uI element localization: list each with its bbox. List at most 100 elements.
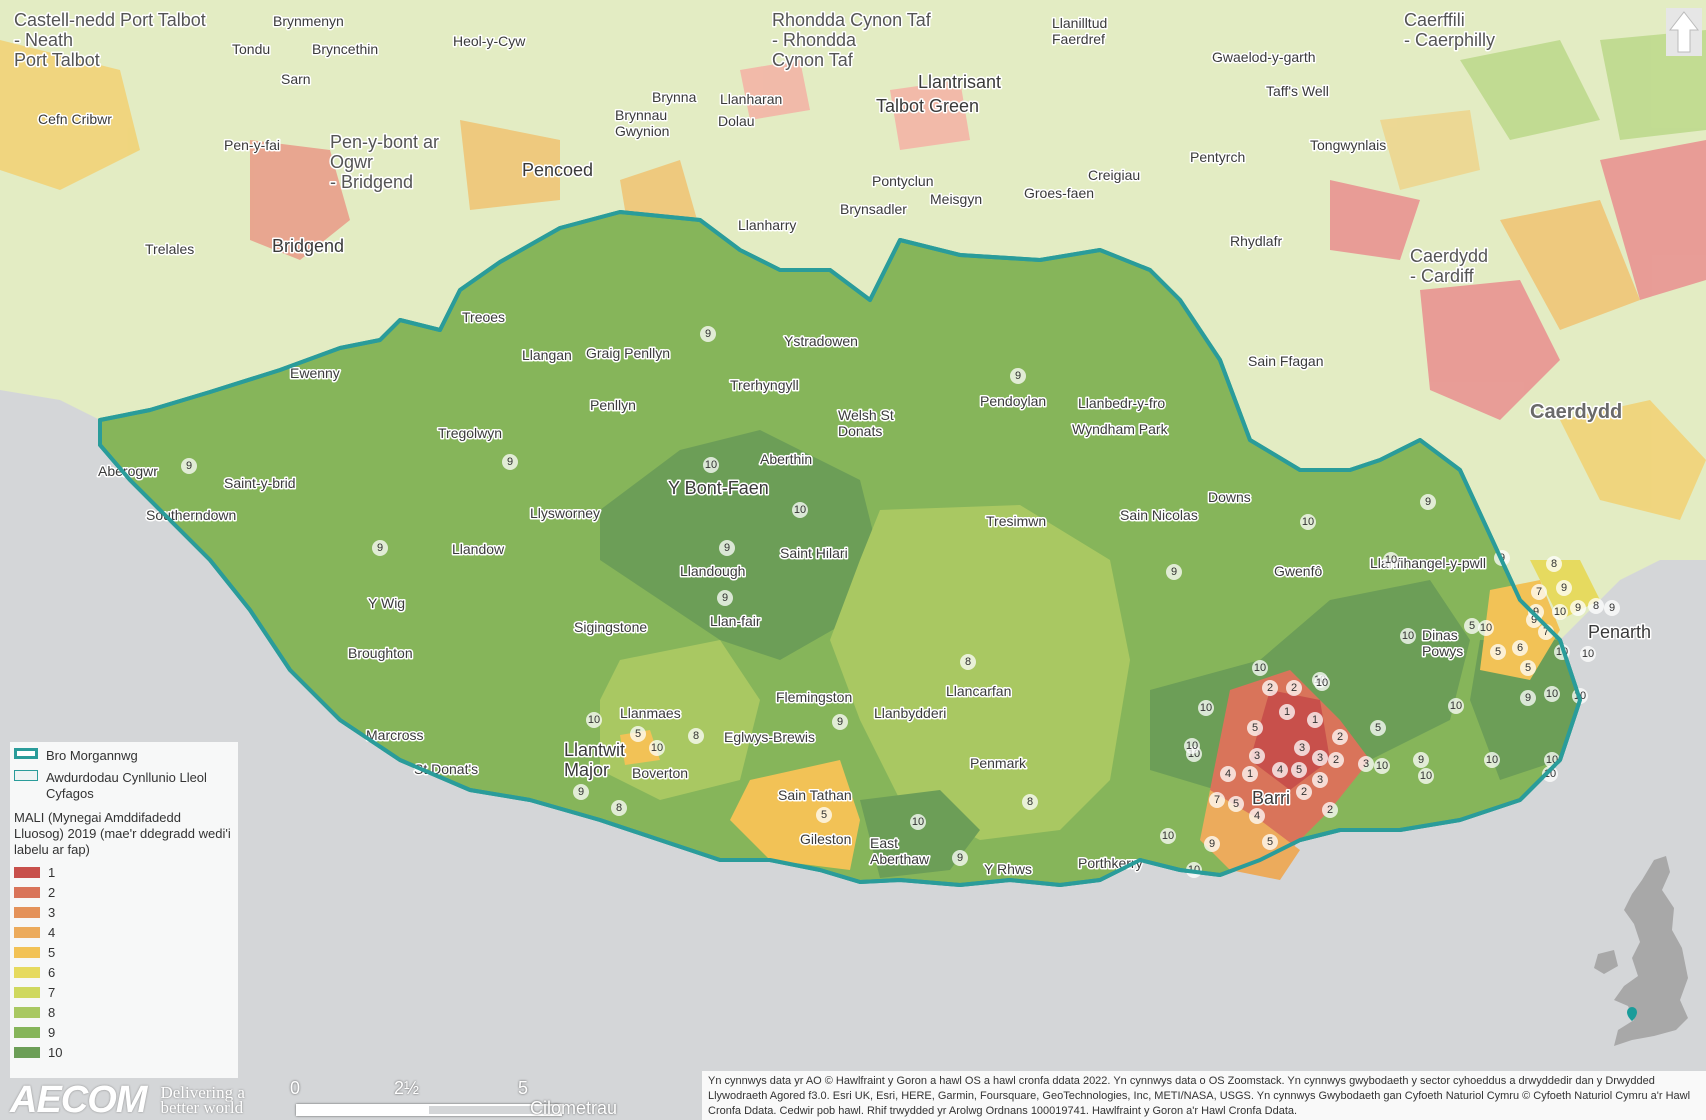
legend-swatch — [14, 946, 40, 958]
decile-label: 9 — [717, 590, 733, 606]
place-label-llan-fair: Llan-fair — [710, 613, 761, 629]
legend-class-label: 7 — [48, 984, 56, 1000]
place-label-pendoylan: Pendoylan — [980, 393, 1046, 409]
place-label-penmark: Penmark — [970, 755, 1027, 771]
place-label-sain-tathan: Sain Tathan — [778, 787, 852, 803]
svg-text:7: 7 — [1543, 626, 1549, 638]
decile-label: 3 — [1358, 756, 1374, 772]
svg-text:10: 10 — [1302, 516, 1314, 528]
legend-swatch — [14, 966, 40, 978]
place-label-downs: Downs — [1208, 489, 1251, 505]
decile-label: 9 — [1204, 836, 1220, 852]
svg-text:5: 5 — [635, 728, 641, 740]
decile-label: 5 — [1291, 762, 1307, 778]
decile-label: 5 — [1464, 618, 1480, 634]
place-label-llangan: Llangan — [522, 347, 572, 363]
decile-label: 9 — [952, 850, 968, 866]
decile-label: 5 — [816, 807, 832, 823]
legend-boundary-label: Bro Morgannwg — [46, 748, 138, 763]
legend-swatch — [14, 926, 40, 938]
decile-label: 10 — [1448, 698, 1464, 714]
decile-label: 8 — [960, 654, 976, 670]
svg-text:4: 4 — [1225, 768, 1231, 780]
decile-labels: 9991010991010999998108109810510985810910… — [181, 326, 1620, 878]
svg-text:3: 3 — [1317, 752, 1323, 764]
legend-class-label: 2 — [48, 884, 56, 900]
svg-text:8: 8 — [1593, 600, 1599, 612]
svg-text:8: 8 — [1551, 558, 1557, 570]
svg-text:7: 7 — [1536, 586, 1542, 598]
location-pin-icon — [1627, 1007, 1637, 1021]
legend-swatch — [14, 1026, 40, 1038]
place-label-y-rhws: Y Rhws — [984, 861, 1032, 877]
decile-label: 1 — [1307, 712, 1323, 728]
decile-label: 9 — [1420, 494, 1436, 510]
place-label-boverton: Boverton — [632, 765, 688, 781]
decile-label: 1 — [1242, 766, 1258, 782]
decile-label: 9 — [1010, 368, 1026, 384]
legend-swatch — [14, 906, 40, 918]
svg-text:10: 10 — [1186, 740, 1198, 752]
svg-text:5: 5 — [1525, 662, 1531, 674]
place-label-broughton: Broughton — [348, 645, 413, 661]
decile-label: 9 — [700, 326, 716, 342]
place-label-bridgend: Bridgend — [272, 236, 344, 256]
decile-label: 5 — [630, 726, 646, 742]
svg-text:9: 9 — [724, 542, 730, 554]
svg-text:5: 5 — [1495, 646, 1501, 658]
decile-label: 10 — [792, 502, 808, 518]
place-label-wyndham-park: Wyndham Park — [1072, 421, 1169, 437]
place-label-taffs-well: Taff's Well — [1266, 83, 1329, 99]
legend-swatch — [14, 1006, 40, 1018]
svg-text:9: 9 — [377, 542, 383, 554]
decile-label: 9 — [502, 454, 518, 470]
svg-text:10: 10 — [1546, 688, 1558, 700]
svg-text:9: 9 — [507, 456, 513, 468]
place-label-pencoed: Pencoed — [522, 160, 593, 180]
svg-text:10: 10 — [794, 504, 806, 516]
svg-text:10: 10 — [1162, 830, 1174, 842]
decile-label: 2 — [1286, 680, 1302, 696]
decile-label: 5 — [1520, 660, 1536, 676]
place-label-groes-faen: Groes-faen — [1024, 185, 1094, 201]
attribution-text: Yn cynnwys data yr AO © Hawlfraint y Gor… — [702, 1071, 1706, 1120]
svg-text:1: 1 — [1312, 714, 1318, 726]
svg-text:10: 10 — [912, 816, 924, 828]
svg-text:6: 6 — [1517, 642, 1523, 654]
place-label-ewenny: Ewenny — [290, 365, 340, 381]
svg-text:10: 10 — [705, 459, 717, 471]
place-label-sarn: Sarn — [281, 71, 311, 87]
legend-swatch — [14, 986, 40, 998]
svg-text:10: 10 — [651, 742, 663, 754]
place-label-llandough: Llandough — [680, 563, 745, 579]
place-label-cefn-cribwr: Cefn Cribwr — [38, 111, 112, 127]
decile-label: 10 — [1544, 686, 1560, 702]
svg-text:9: 9 — [1575, 602, 1581, 614]
place-label-caerphilly: Caerffili- Caerphilly — [1404, 10, 1495, 50]
legend-class-label: 10 — [48, 1044, 63, 1060]
svg-text:9: 9 — [1609, 602, 1615, 614]
place-label-llanharan: Llanharan — [720, 91, 782, 107]
svg-text:1: 1 — [1284, 706, 1290, 718]
place-label-graig-penllyn: Graig Penllyn — [586, 345, 670, 361]
decile-label: 5 — [1228, 796, 1244, 812]
legend-class-label: 1 — [48, 864, 56, 880]
surrounding-land — [0, 0, 1706, 640]
legend-class-7: 7 — [14, 984, 55, 1000]
legend-class-6: 6 — [14, 964, 55, 980]
decile-label: 10 — [586, 712, 602, 728]
decile-label: 9 — [1520, 690, 1536, 706]
place-label-eglwys-brewis: Eglwys-Brewis — [724, 729, 815, 745]
place-label-llanbydderi: Llanbydderi — [874, 705, 946, 721]
decile-label: 9 — [1570, 600, 1586, 616]
place-label-aberogwr: Aberogwr — [98, 463, 158, 479]
svg-text:9: 9 — [1418, 754, 1424, 766]
legend-class-4: 4 — [14, 924, 55, 940]
scale-label-mid: 2½ — [394, 1078, 420, 1098]
legend-class-label: 6 — [48, 964, 56, 980]
svg-text:10: 10 — [1420, 770, 1432, 782]
scale-unit: Cilometrau — [530, 1098, 618, 1118]
